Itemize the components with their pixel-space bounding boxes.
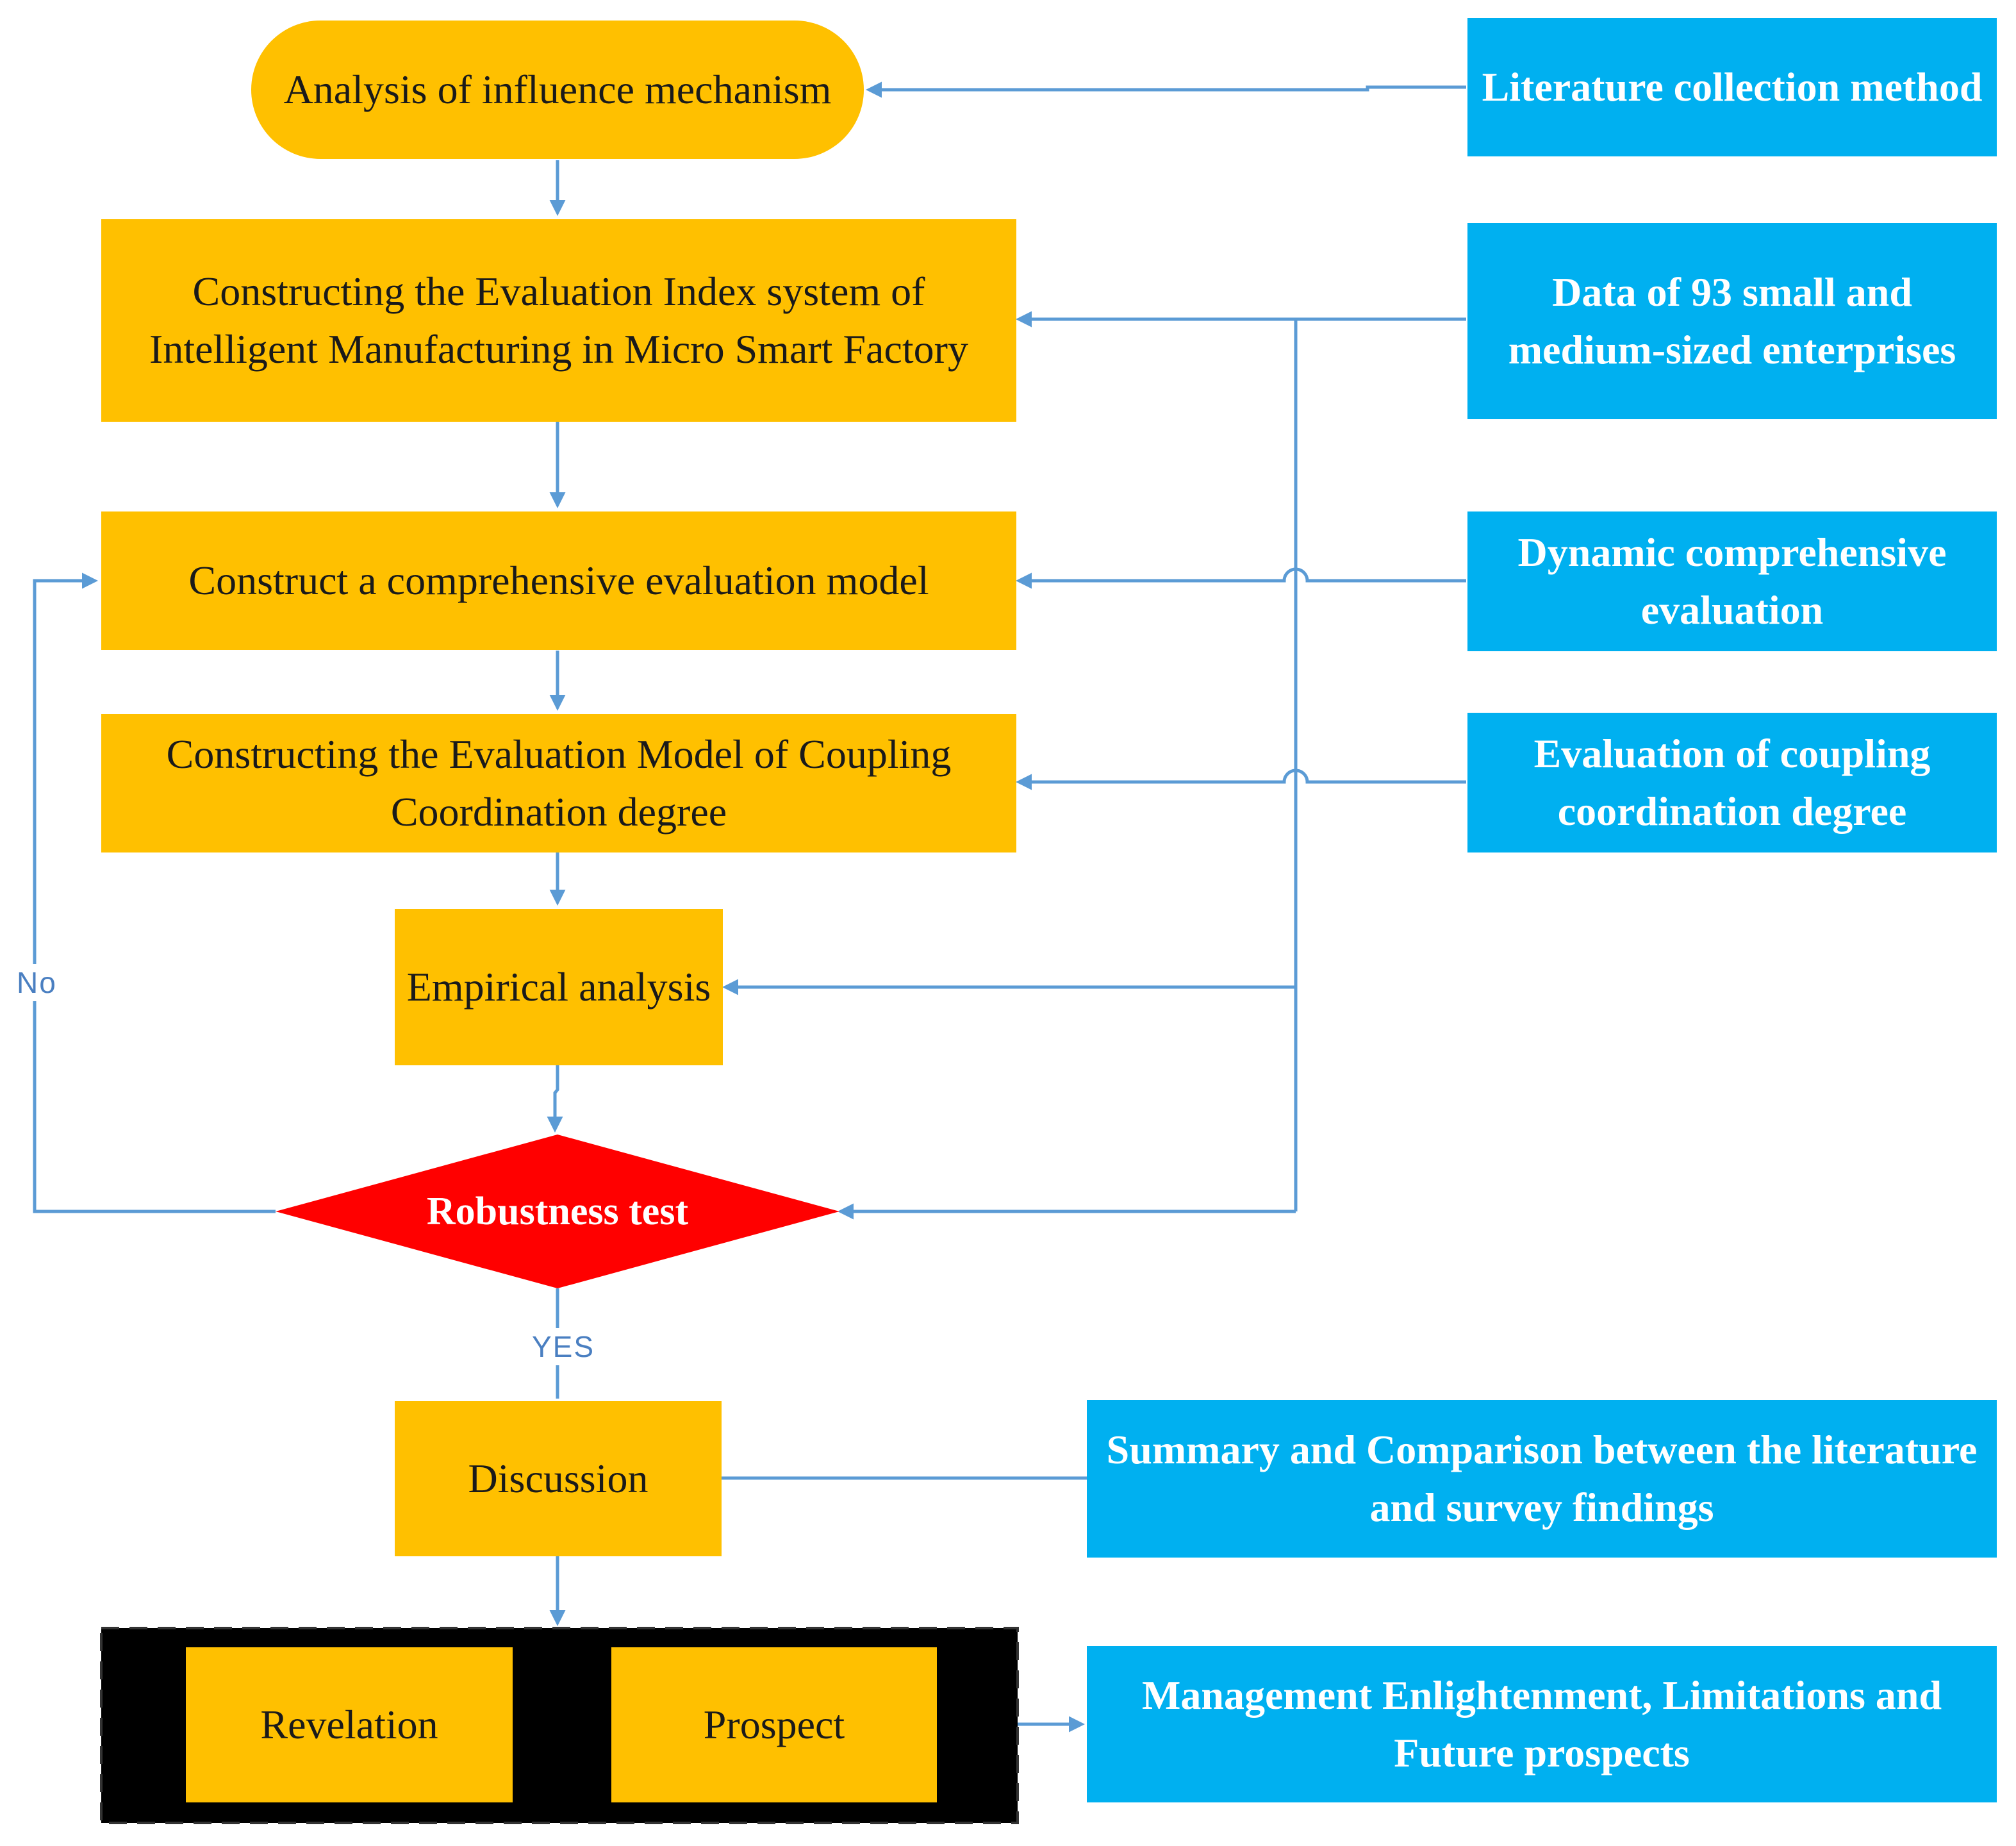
- evaluation-model-node: Construct a comprehensive evaluation mod…: [101, 511, 1016, 650]
- coupling-input-node: Evaluation of coupling coordination degr…: [1467, 713, 1997, 852]
- index-system-node: Constructing the Evaluation Index system…: [101, 219, 1016, 422]
- evaluation-model-label: Construct a comprehensive evaluation mod…: [188, 558, 929, 604]
- management-output-node: Management Enlightenment, Limitations an…: [1087, 1646, 1997, 1802]
- start-node-label: Analysis of influence mechanism: [283, 67, 832, 113]
- management-output-label: Management Enlightenment, Limitations an…: [1141, 1672, 1942, 1775]
- discussion-node: Discussion: [395, 1401, 722, 1556]
- revelation-label: Revelation: [260, 1702, 438, 1748]
- no-label: No: [13, 964, 61, 1001]
- coupling-model-node: Constructing the Evaluation Model of Cou…: [101, 714, 1016, 852]
- decision-label: Robustness test: [426, 1189, 689, 1233]
- prospect-label: Prospect: [703, 1702, 845, 1748]
- prospect-node: Prospect: [611, 1647, 937, 1802]
- empirical-analysis-node: Empirical analysis: [395, 909, 723, 1065]
- data-input-label: Data of 93 small and medium-sized enterp…: [1508, 269, 1956, 372]
- decision-diamond: [276, 1135, 839, 1288]
- index-system-label: Constructing the Evaluation Index system…: [149, 269, 968, 372]
- arrow-coupling-to-coupling-model: [1016, 769, 1466, 790]
- yes-label: YES: [528, 1328, 599, 1365]
- summary-input-label: Summary and Comparison between the liter…: [1106, 1427, 1978, 1530]
- coupling-model-label: Constructing the Evaluation Model of Cou…: [166, 731, 952, 835]
- summary-input-node: Summary and Comparison between the liter…: [1087, 1400, 1997, 1558]
- arrow-empirical-to-decision: [547, 1065, 563, 1133]
- empirical-analysis-label: Empirical analysis: [406, 964, 711, 1010]
- literature-input-node: Literature collection method: [1467, 18, 1997, 156]
- dynamic-input-node: Dynamic comprehensive evaluation: [1467, 511, 1997, 651]
- revelation-node: Revelation: [186, 1647, 513, 1802]
- literature-input-label: Literature collection method: [1482, 64, 1983, 110]
- arrow-dynamic-to-model: [1016, 567, 1466, 589]
- start-node: Analysis of influence mechanism: [251, 21, 864, 159]
- arrow-literature-to-start: [866, 81, 1466, 98]
- coupling-input-label: Evaluation of coupling coordination degr…: [1533, 731, 1931, 834]
- dynamic-input-label: Dynamic comprehensive evaluation: [1517, 529, 1947, 633]
- data-input-node: Data of 93 small and medium-sized enterp…: [1467, 223, 1997, 419]
- discussion-label: Discussion: [468, 1456, 649, 1502]
- arrow-no-loop: [33, 572, 276, 1213]
